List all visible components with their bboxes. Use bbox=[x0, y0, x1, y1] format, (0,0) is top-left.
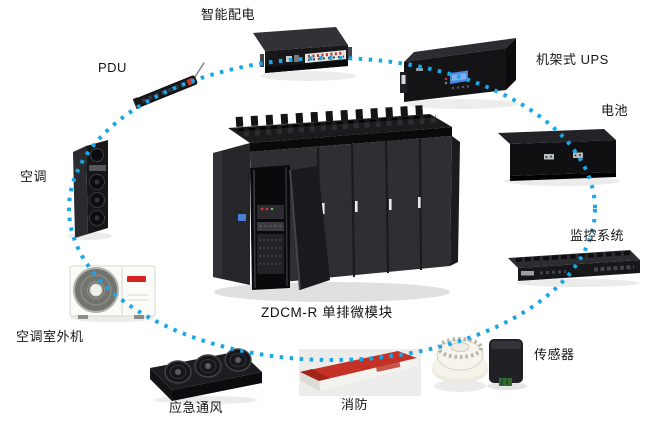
smart-distribution-device bbox=[253, 27, 356, 81]
sensor-devices bbox=[432, 337, 527, 392]
door-handle bbox=[418, 197, 421, 208]
door-handle bbox=[389, 199, 392, 210]
label-rack-ups: 机架式 UPS bbox=[536, 52, 609, 67]
zdcm-module-image bbox=[213, 105, 460, 302]
module-blue-badge bbox=[238, 214, 246, 221]
label-ac: 空调 bbox=[20, 169, 48, 184]
smoke-detector-image bbox=[432, 337, 488, 392]
open-door bbox=[290, 166, 330, 290]
label-smart-distribution: 智能配电 bbox=[201, 7, 256, 22]
battery-device bbox=[498, 129, 620, 186]
door-handle bbox=[322, 203, 325, 214]
vent-fan bbox=[224, 348, 252, 372]
label-pdu: PDU bbox=[98, 60, 127, 75]
pdu-device bbox=[132, 62, 205, 109]
door-handle bbox=[355, 201, 358, 212]
fire-device bbox=[299, 349, 421, 396]
label-monitoring: 监控系统 bbox=[570, 228, 625, 243]
ac-outdoor-logo bbox=[127, 276, 146, 282]
vent-fan bbox=[164, 360, 192, 384]
monitoring-device bbox=[508, 250, 640, 287]
connector-ellipse bbox=[67, 56, 597, 362]
label-ac-outdoor: 空调室外机 bbox=[16, 329, 84, 344]
vent-fan bbox=[194, 354, 222, 378]
box-sensor-image bbox=[487, 339, 527, 390]
module-title: ZDCM-R 单排微模块 bbox=[261, 305, 393, 320]
ac-device bbox=[68, 140, 112, 240]
label-fire: 消防 bbox=[341, 397, 369, 412]
ac-outdoor-device bbox=[69, 265, 156, 322]
label-sensor: 传感器 bbox=[534, 347, 575, 362]
label-battery: 电池 bbox=[601, 103, 629, 118]
vent-device bbox=[150, 348, 262, 404]
rack-ups-device bbox=[400, 38, 518, 109]
label-emergency-vent: 应急通风 bbox=[169, 400, 224, 415]
module-shadow bbox=[214, 282, 450, 302]
